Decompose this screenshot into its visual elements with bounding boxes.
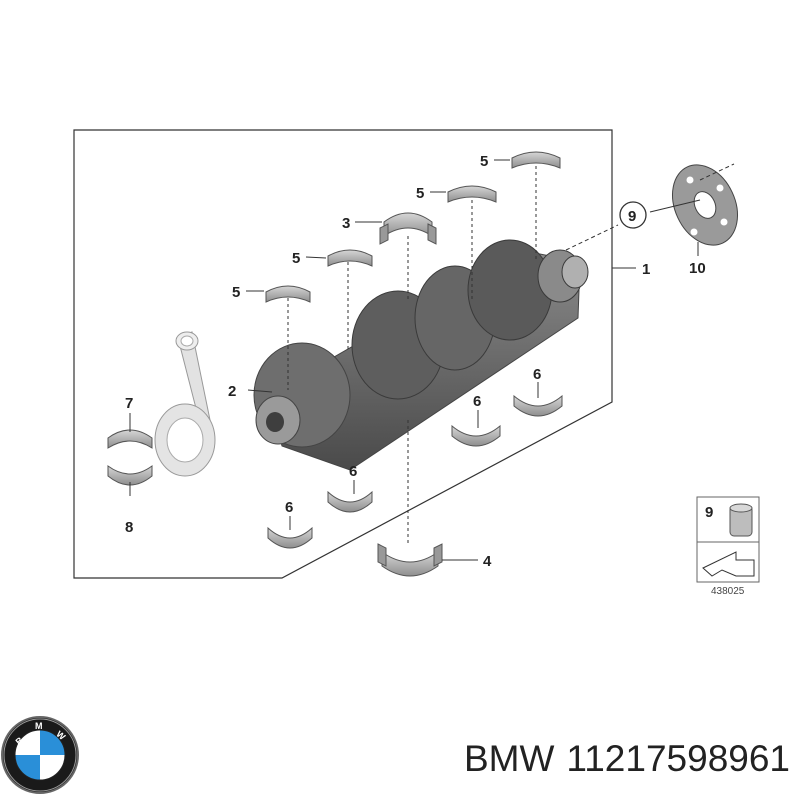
callout-9-circle xyxy=(619,201,647,229)
brand-name: BMW xyxy=(463,738,555,779)
callout-1: 1 xyxy=(642,261,650,278)
callout-3: 3 xyxy=(342,215,350,232)
part-caption: BMW 11217598961 xyxy=(410,738,790,780)
callout-4: 4 xyxy=(483,553,492,570)
callout-10: 10 xyxy=(689,260,706,277)
legend-number: 9 xyxy=(705,504,713,521)
callout-5d: 5 xyxy=(480,153,488,170)
drawing-code: 438025 xyxy=(711,586,745,597)
main-bearing-shell-5b xyxy=(327,249,373,267)
rod-bearing-shell-upper xyxy=(107,429,153,449)
rod-bearing-shell-lower xyxy=(107,465,153,486)
part-number: 11217598961 xyxy=(566,738,790,779)
callout-8: 8 xyxy=(125,519,133,536)
callout-2: 2 xyxy=(228,383,236,400)
thrust-bearing-lower xyxy=(377,543,443,577)
callout-9: 9 xyxy=(628,208,636,225)
main-bearing-shell-6d xyxy=(513,394,563,417)
main-bearing-shell-5c xyxy=(447,185,497,203)
callout-6b: 6 xyxy=(349,463,357,480)
assembly-frame xyxy=(73,129,613,579)
legend-box xyxy=(696,496,760,583)
svg-text:B: B xyxy=(14,735,26,747)
main-bearing-shell-6a xyxy=(267,526,313,549)
callout-6a: 6 xyxy=(285,499,293,516)
callout-5c: 5 xyxy=(416,185,424,202)
callout-7: 7 xyxy=(125,395,133,412)
main-bearing-shell-6c xyxy=(451,424,501,447)
main-bearing-shell-5a xyxy=(265,285,311,303)
crankshaft xyxy=(253,239,589,471)
flex-plate xyxy=(672,164,738,246)
main-bearing-shell-6b xyxy=(327,490,373,513)
connecting-rod xyxy=(154,331,216,477)
main-bearing-shell-5d xyxy=(511,151,561,169)
callout-5b: 5 xyxy=(292,250,300,267)
leader-lines xyxy=(129,159,735,561)
thrust-bearing-upper xyxy=(379,212,437,245)
callout-5a: 5 xyxy=(232,284,240,301)
callout-6c: 6 xyxy=(473,393,481,410)
svg-text:M: M xyxy=(35,721,43,731)
callout-6d: 6 xyxy=(533,366,541,383)
bmw-logo: B M W xyxy=(1,716,79,794)
